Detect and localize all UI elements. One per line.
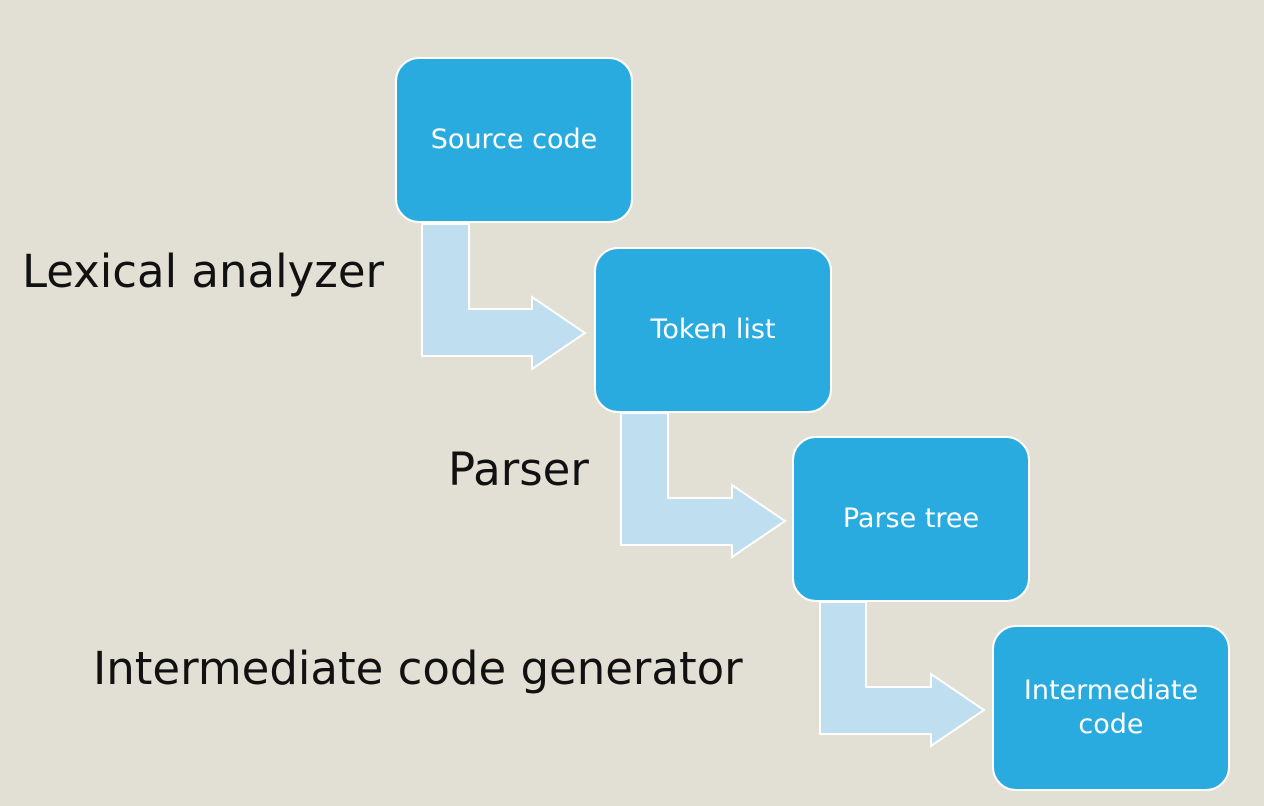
parser-label: Parser xyxy=(448,443,589,496)
source-code-node: Source code xyxy=(395,57,633,223)
flow-arrow-generator xyxy=(819,601,986,748)
intermediate-code-label: Intermediate code xyxy=(1023,675,1199,740)
intermediate-code-generator-label: Intermediate code generator xyxy=(93,642,743,695)
source-code-label: Source code xyxy=(430,124,598,156)
flow-arrow-parser xyxy=(620,412,787,559)
lexical-analyzer-label: Lexical analyzer xyxy=(22,245,385,298)
flow-arrow-lexical xyxy=(421,223,587,371)
token-list-label: Token list xyxy=(650,314,776,346)
parse-tree-label: Parse tree xyxy=(842,503,980,535)
parse-tree-node: Parse tree xyxy=(792,436,1030,602)
intermediate-code-node: Intermediate code xyxy=(992,625,1230,791)
token-list-node: Token list xyxy=(594,247,832,413)
